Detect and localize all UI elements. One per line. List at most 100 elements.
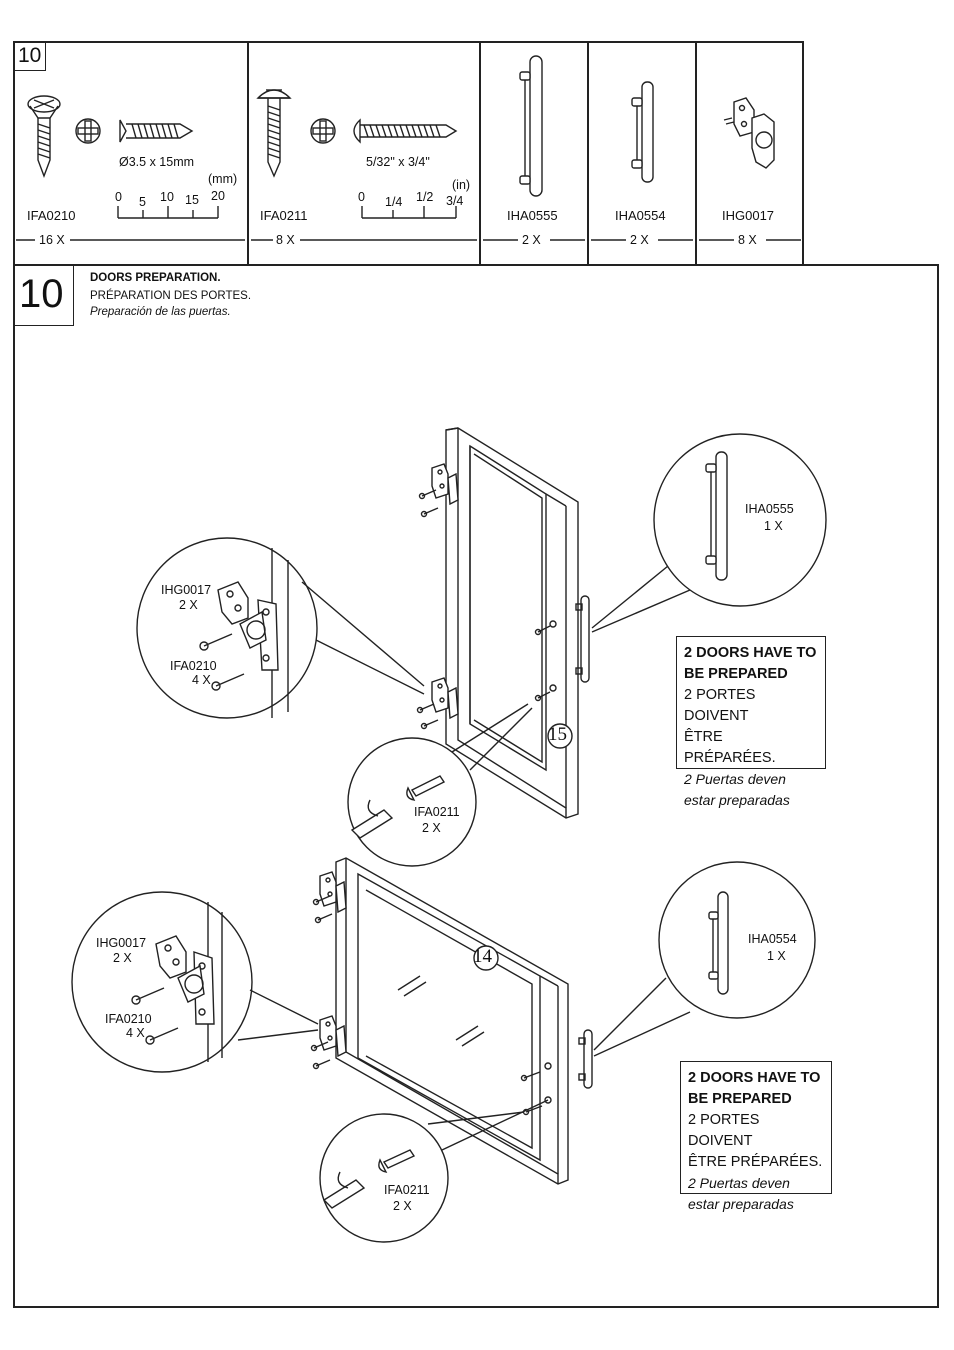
mm-ruler: [117, 206, 219, 219]
note-es: estar preparadas: [684, 792, 790, 808]
note-es: estar preparadas: [688, 1196, 794, 1212]
hinge-label: IHG0017: [161, 583, 212, 597]
callout-hinge-bottom: [71, 891, 319, 1073]
phillips-icon: [75, 118, 101, 144]
part-code: IHA0555: [507, 208, 558, 223]
door-bottom: [335, 857, 569, 1185]
handle-label: IHA0555: [745, 502, 794, 516]
screw-icon: [416, 489, 439, 730]
hinge-label: IHG0017: [96, 936, 147, 950]
hinge-icon: [431, 463, 459, 506]
part-unit: (mm): [208, 172, 238, 186]
step-title-es: Preparación de las puertas.: [90, 306, 231, 318]
parts-divider: [479, 41, 481, 266]
hinge-icon: [431, 677, 459, 720]
hinge-qty: 2 X: [113, 951, 132, 965]
note-box-top: 2 DOORS HAVE TO BE PREPARED 2 PORTES DOI…: [676, 636, 826, 808]
part-number: 15: [548, 724, 567, 745]
part-qty: 2 X: [630, 233, 649, 247]
note-fr: ÊTRE PRÉPARÉES.: [684, 729, 776, 766]
hinge-icon: [723, 97, 775, 169]
scale-tick-label: 0: [358, 190, 365, 204]
step-number: 10: [19, 272, 64, 316]
part-number: 14: [473, 946, 492, 967]
part-number-circle: [473, 945, 499, 971]
note-fr: ÊTRE PRÉPARÉES.: [688, 1154, 823, 1170]
part-qty: 8 X: [738, 233, 757, 247]
note-es: 2 Puertas deven: [684, 771, 786, 787]
screw-qty: 4 X: [192, 673, 211, 687]
step-title-fr: PRÉPARATION DES PORTES.: [90, 290, 252, 302]
phillips-icon: [310, 118, 336, 144]
part-qty: 8 X: [276, 233, 295, 247]
part-number-circle: [547, 723, 573, 749]
parts-divider: [587, 41, 589, 266]
truss-screw-side-icon: [353, 118, 458, 144]
screw-icon: [520, 1062, 552, 1116]
handle-icon: [575, 595, 590, 683]
hinge-icon: [319, 1015, 347, 1058]
scale-tick-label: 10: [160, 190, 174, 204]
handle-screw-qty: 2 X: [422, 821, 441, 835]
screw-label: IFA0210: [170, 659, 217, 673]
parts-step-box: [14, 43, 46, 71]
note-en: BE PREPARED: [684, 666, 788, 682]
handle-screw-label: IFA0211: [384, 1183, 430, 1197]
scale-tick-label: 1/4: [385, 195, 403, 209]
flat-screw-icon: [27, 95, 61, 178]
note-fr: 2 PORTES DOIVENT: [688, 1112, 760, 1149]
parts-divider: [247, 41, 249, 266]
handle-icon: [578, 1029, 593, 1089]
scale-tick-label: 20: [211, 189, 225, 203]
note-en: 2 DOORS HAVE TO: [688, 1070, 821, 1086]
note-box-bottom: 2 DOORS HAVE TO BE PREPARED 2 PORTES DOI…: [680, 1061, 832, 1212]
part-code: IHA0554: [615, 208, 666, 223]
screw-qty: 4 X: [126, 1026, 145, 1040]
note-en: BE PREPARED: [688, 1091, 792, 1107]
screw-icon: [310, 895, 333, 1070]
scale-tick-label: 5: [139, 195, 146, 209]
short-handle-icon: [631, 81, 654, 183]
scale-tick-label: 1/2: [416, 190, 434, 204]
part-qty: 2 X: [522, 233, 541, 247]
part-size: Ø3.5 x 15mm: [119, 155, 195, 169]
note-en: 2 DOORS HAVE TO: [684, 645, 817, 661]
part-code: IHG0017: [722, 208, 775, 223]
step-number-box: [14, 266, 74, 326]
parts-divider: [695, 41, 697, 266]
inch-ruler: [361, 206, 457, 219]
part-size: 5/32" x 3/4": [366, 155, 430, 169]
note-fr: 2 PORTES DOIVENT: [684, 687, 756, 724]
handle-qty: 1 X: [764, 519, 783, 533]
scale-tick-label: 3/4: [446, 194, 464, 208]
callout-screw-top: [347, 703, 533, 867]
part-qty: 16 X: [39, 233, 65, 247]
handle-screw-label: IFA0211: [414, 805, 460, 819]
part-unit: (in): [452, 178, 471, 192]
part-code: IFA0210: [27, 208, 76, 223]
truss-screw-icon: [256, 89, 292, 178]
callout-handle-bottom: [593, 861, 816, 1057]
handle-qty: 1 X: [767, 949, 786, 963]
hinge-icon: [319, 871, 347, 914]
callout-hinge-top: [136, 537, 425, 719]
scale-tick-label: 0: [115, 190, 122, 204]
flat-screw-side-icon: [119, 119, 194, 143]
step-panel: [13, 264, 939, 1308]
step-title-en: DOORS PREPARATION.: [90, 272, 221, 284]
screw-icon: [534, 620, 557, 702]
handle-screw-qty: 2 X: [393, 1199, 412, 1213]
note-es: 2 Puertas deven: [688, 1175, 790, 1191]
screw-label: IFA0210: [105, 1012, 152, 1026]
parts-step-number: 10: [18, 44, 42, 67]
door-top: [445, 427, 579, 819]
handle-label: IHA0554: [748, 932, 797, 946]
callout-handle-top: [591, 433, 827, 633]
long-handle-icon: [519, 55, 543, 197]
callout-screw-bottom: [319, 1099, 549, 1243]
hinge-qty: 2 X: [179, 598, 198, 612]
part-code: IFA0211: [260, 208, 308, 223]
scale-tick-label: 15: [185, 193, 199, 207]
